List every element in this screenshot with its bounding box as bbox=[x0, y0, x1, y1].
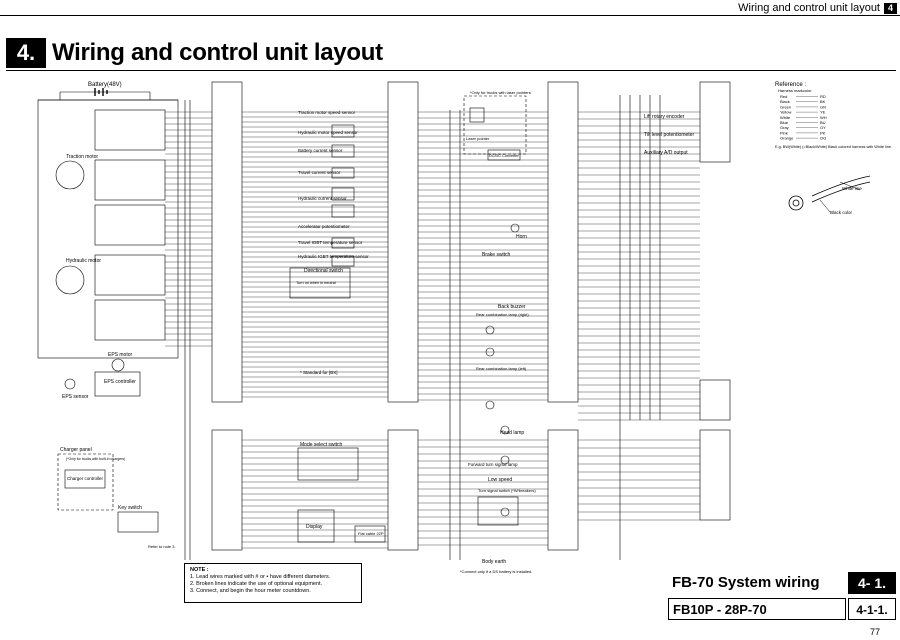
reference-color-code: YE bbox=[820, 110, 826, 115]
reference-color-name: White bbox=[780, 115, 791, 120]
reference-color-code: PK bbox=[820, 130, 826, 135]
reference-color-code: OG bbox=[820, 136, 826, 141]
header-rule bbox=[0, 15, 900, 16]
back-buzzer-label: Back buzzer bbox=[498, 304, 526, 310]
standard-bx-label: * Standard for [BX] bbox=[300, 370, 338, 375]
hydraulic-motor-label: Hydraulic motor bbox=[66, 258, 101, 264]
section-rule bbox=[6, 70, 896, 71]
white-line-label: White line bbox=[842, 186, 862, 191]
reference-color-name: Black bbox=[780, 99, 790, 104]
reference-color-code: WH bbox=[820, 115, 827, 120]
reference-color-name: Gray bbox=[780, 125, 789, 130]
note-box: NOTE : 1. Lead wires marked with # or • … bbox=[184, 563, 362, 603]
header-chapter-badge: 4 bbox=[884, 3, 897, 14]
turn-signal-switch-label: Turn signal switch (*W/breakers) bbox=[478, 488, 536, 493]
section-title: Wiring and control unit layout bbox=[52, 39, 383, 66]
reference-color-name: Red bbox=[780, 94, 787, 99]
display-label: Display bbox=[306, 524, 323, 530]
battery-label: Battery(48V) bbox=[88, 82, 122, 88]
header-title: Wiring and control unit layout bbox=[738, 2, 880, 14]
reference-example: E.g. BW(White) (=Black/White) Black colo… bbox=[775, 145, 892, 149]
auxiliary-ad-label: Auxiliary A/D output bbox=[644, 150, 688, 156]
hydraulic-speed-sensor-label: Hydraulic motor speed sensor bbox=[298, 130, 358, 135]
travel-current-sensor-label: Travel current sensor bbox=[298, 170, 341, 175]
section-number: 4. bbox=[6, 38, 46, 68]
rear-combo-left-label: Rear combination lamp (left) bbox=[476, 366, 527, 371]
reference-color-code: GN bbox=[820, 104, 826, 109]
turn-on-neutral-label: Turn on when in neutral bbox=[296, 281, 336, 285]
reference-color-name: Orange bbox=[780, 136, 794, 141]
wire-lines bbox=[165, 111, 700, 549]
horn-label: Horn bbox=[516, 234, 527, 240]
reference-color-code: BU bbox=[820, 120, 826, 125]
body-earth-label: Body earth bbox=[482, 559, 506, 565]
black-color-label: Black color bbox=[830, 210, 853, 215]
only-laser-label: *Only for trucks with laser pointers bbox=[470, 90, 531, 95]
reference-title: Reference : bbox=[775, 82, 806, 88]
reference-legend: Reference : Harness markcolor Red RD Black… bbox=[775, 82, 892, 215]
travel-igbt-temp-label: Travel IGBT temperature sensor bbox=[298, 240, 363, 245]
lift-encoder-label: Lift rotary encoder bbox=[644, 114, 685, 120]
reference-color-code: GY bbox=[820, 125, 826, 130]
low-speed-label: Low speed bbox=[488, 477, 512, 483]
reference-color-name: Pink bbox=[780, 130, 788, 135]
tilt-pot-label: Tilt level potentiometer bbox=[644, 132, 694, 138]
reference-color-name: Yellow bbox=[780, 110, 792, 115]
charger-only-label: (*Only for trucks with built-in chargers… bbox=[66, 457, 125, 461]
model-range: FB10P - 28P-70 bbox=[668, 598, 846, 620]
flat-cable-label: Flat cable 22P bbox=[358, 531, 384, 536]
reference-color-name: Green bbox=[780, 104, 791, 109]
charger-controller-label: Charger controller bbox=[67, 476, 104, 481]
note-title: NOTE : bbox=[190, 567, 209, 573]
brake-switch-label: Brake switch bbox=[482, 252, 511, 258]
laser-pointer-label: Laser pointer bbox=[466, 136, 490, 141]
traction-motor-label: Traction motor bbox=[66, 154, 98, 160]
system-wiring-title: FB-70 System wiring bbox=[672, 574, 820, 591]
reference-color-name: Blue bbox=[780, 120, 789, 125]
system-wiring-number: 4- 1. bbox=[848, 572, 896, 594]
note-line-1: 1. Lead wires marked with # or • have di… bbox=[190, 574, 331, 580]
reference-subtitle: Harness markcolor bbox=[778, 88, 812, 93]
note-line-2: 2. Broken lines indicate the use of opti… bbox=[190, 581, 323, 587]
mode-select-label: Mode select switch bbox=[300, 442, 342, 448]
key-switch-label: Key switch bbox=[118, 505, 142, 511]
forward-turn-signal-label: Forward turn signal lamp bbox=[468, 462, 518, 467]
head-lamp-label: Head lamp bbox=[500, 430, 524, 436]
hydraulic-igbt-temp-label: Hydraulic IGBT temperature sensor bbox=[298, 254, 369, 259]
eps-controller-label: EPS controller bbox=[104, 379, 136, 385]
eps-sensor-label: EPS sensor bbox=[62, 394, 89, 400]
eps-motor-label: EPS motor bbox=[108, 352, 133, 358]
refer-note-label: Refer to note 3. bbox=[148, 544, 176, 549]
note-line-3: 3. Connect, and begin the hour meter cou… bbox=[190, 588, 311, 594]
directional-switch-label: Directional switch bbox=[304, 268, 343, 274]
traction-speed-sensor-label: Traction motor speed sensor bbox=[298, 110, 356, 115]
battery-current-sensor-label: Battery current sensor bbox=[298, 148, 343, 153]
reference-color-code: RD bbox=[820, 94, 826, 99]
dc-converter-label: DC/DC Converter bbox=[489, 154, 519, 158]
charger-panel-label: Charger panel bbox=[60, 447, 92, 453]
rear-combo-right-label: Rear combination lamp (right) bbox=[476, 312, 529, 317]
accelerator-pot-label: Accelerator potentiometer bbox=[298, 224, 350, 229]
hydraulic-current-sensor-label: Hydraulic current sensor bbox=[298, 196, 347, 201]
reference-color-code: BK bbox=[820, 99, 826, 104]
model-section-number: 4-1-1. bbox=[848, 598, 896, 620]
main-controller-frame bbox=[37, 99, 179, 359]
connect-only-ds-label: *Connect only if a DS battery is install… bbox=[460, 569, 532, 574]
page-number: 77 bbox=[870, 627, 881, 637]
